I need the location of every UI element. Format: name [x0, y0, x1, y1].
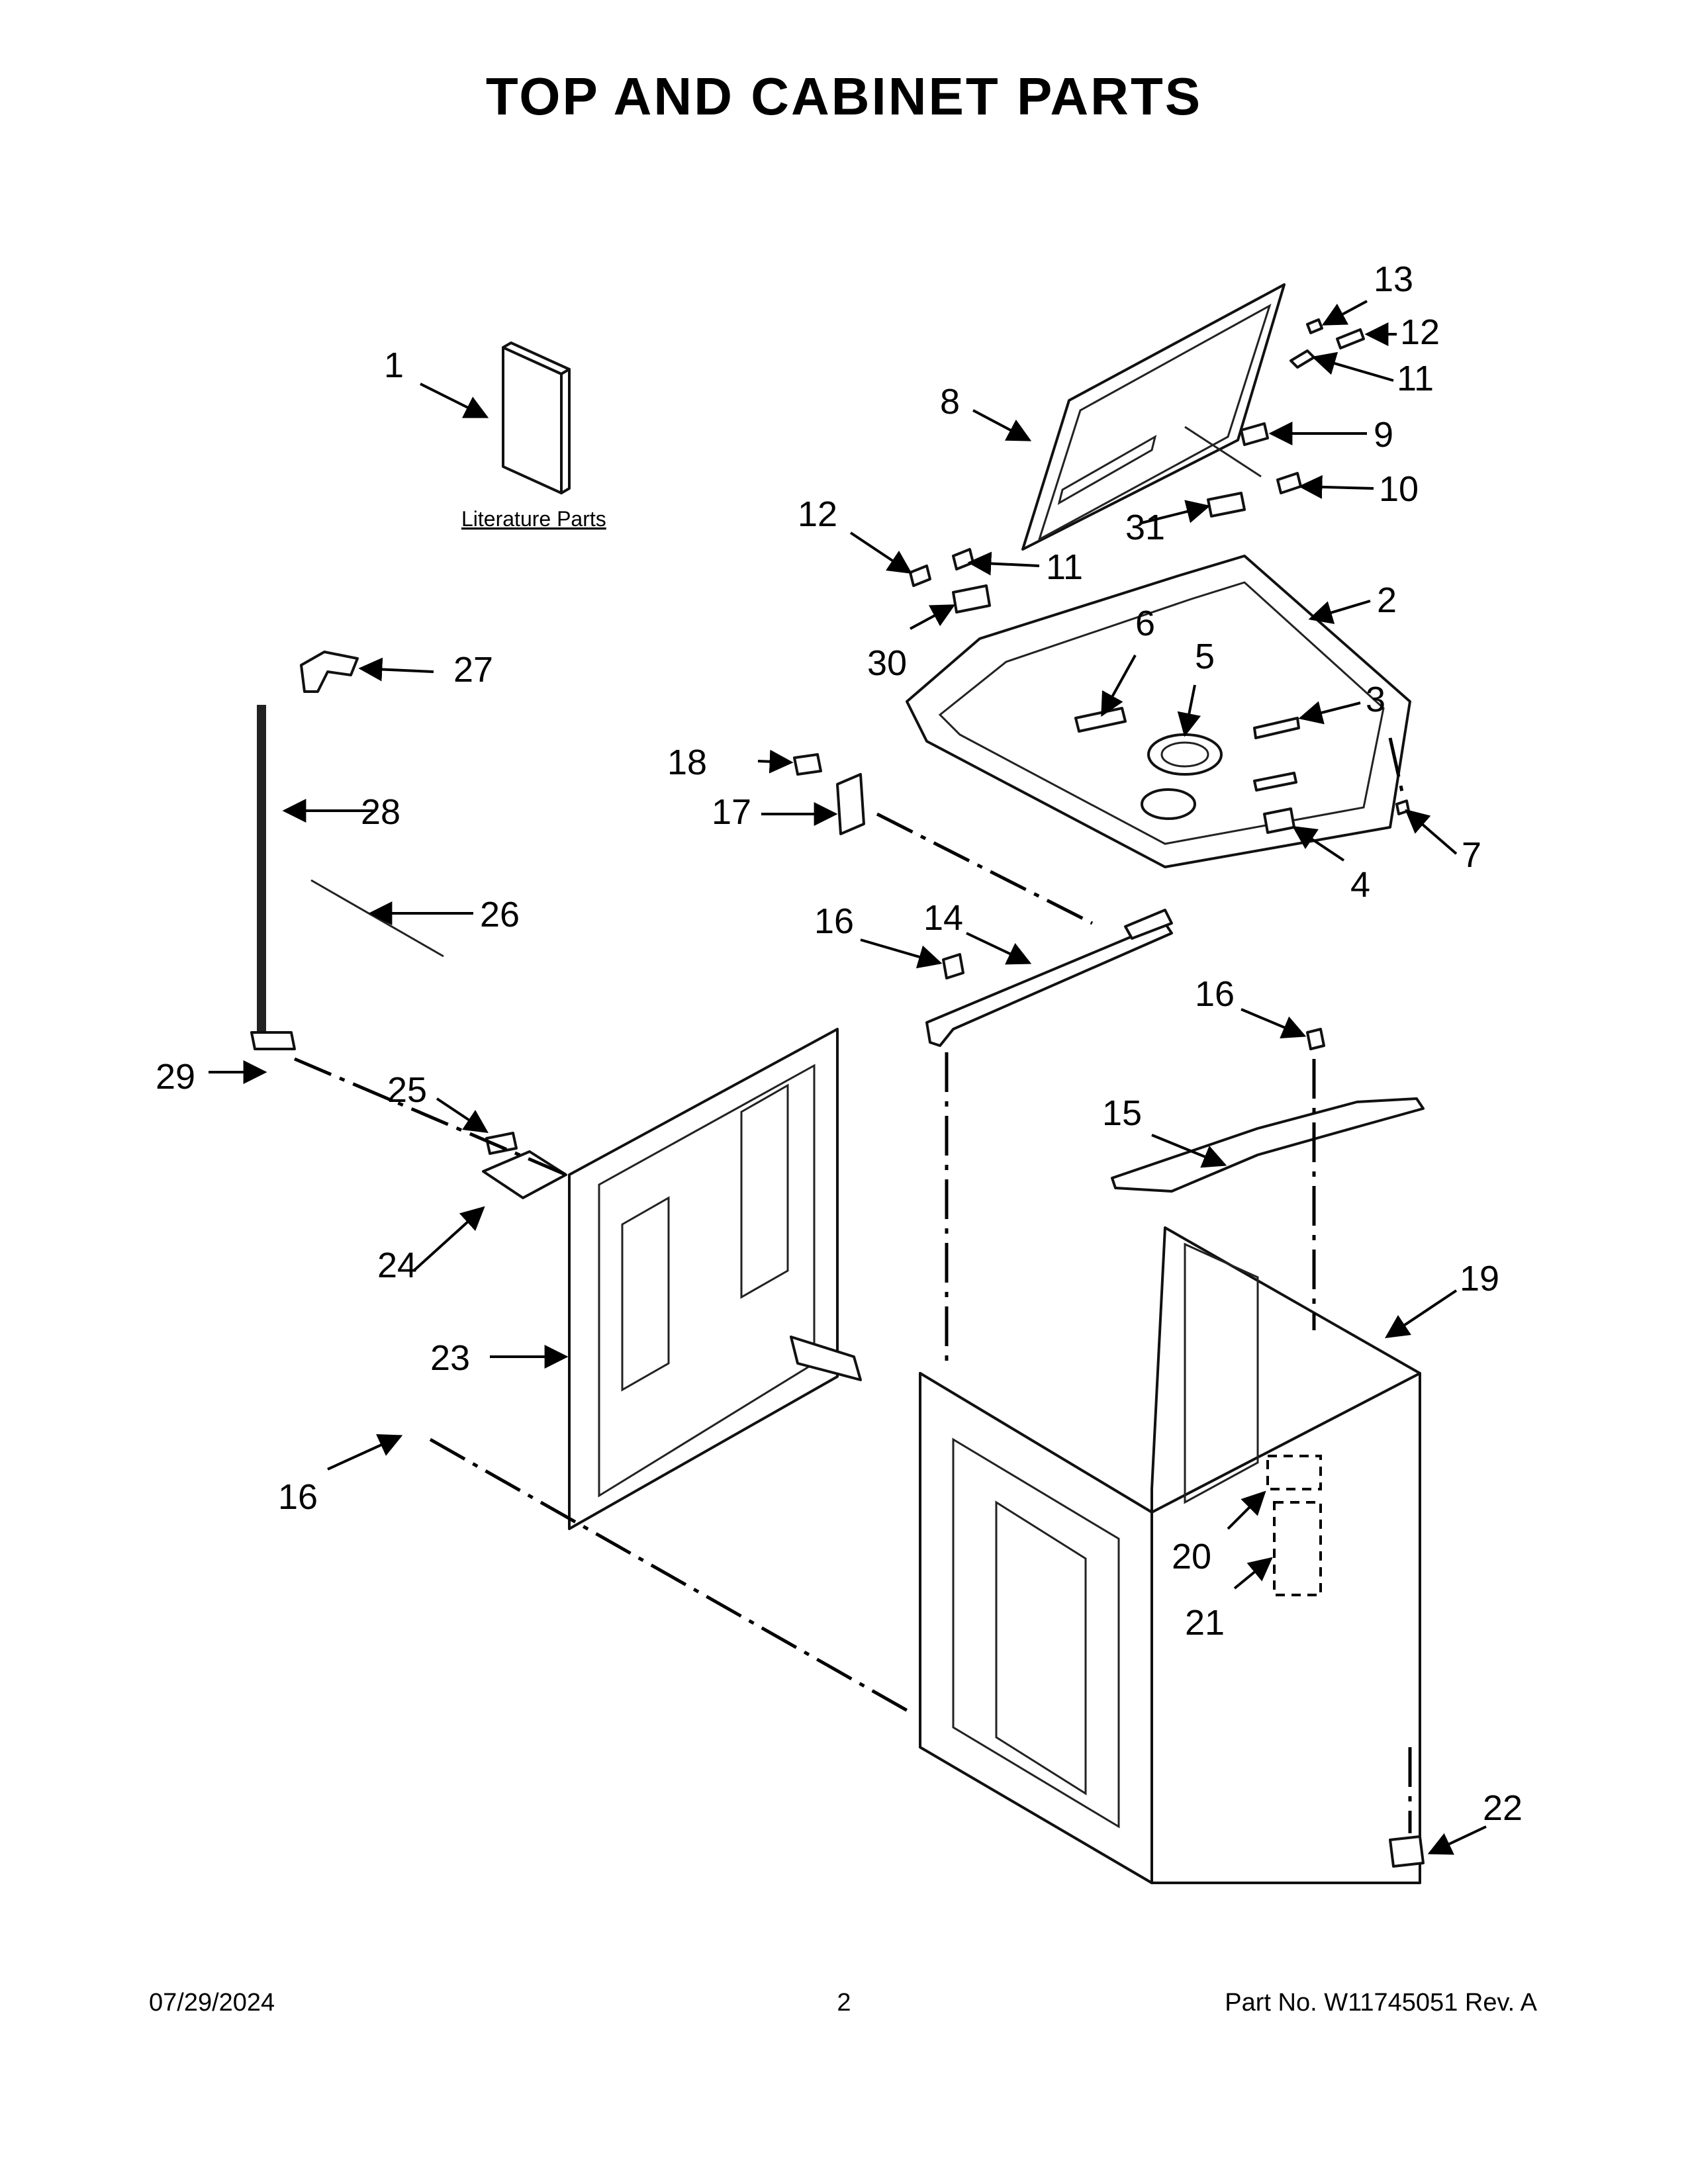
part-literature-booklet [502, 341, 571, 494]
callout-18: 18 [667, 743, 707, 782]
part-lid [1021, 283, 1286, 551]
part-hinge-screws [909, 318, 1410, 834]
assembly-lines [294, 737, 1412, 1833]
part-cabinet [919, 1226, 1421, 1884]
callout-11a: 11 [1397, 359, 1434, 398]
page-title: TOP AND CABINET PARTS [485, 67, 1203, 126]
part-rear-rail [1111, 1028, 1425, 1193]
callout-12b: 12 [798, 494, 837, 534]
callout-26: 26 [480, 895, 520, 934]
callout-5: 5 [1195, 637, 1215, 676]
callout-30: 30 [867, 643, 907, 683]
callout-2: 2 [1377, 580, 1397, 620]
callout-21: 21 [1185, 1603, 1225, 1643]
callout-3: 3 [1366, 680, 1385, 719]
callout-10: 10 [1379, 469, 1419, 509]
part-top-panel [906, 555, 1411, 868]
callout-13: 13 [1374, 259, 1413, 299]
callout-17: 17 [712, 792, 751, 832]
callout-8: 8 [940, 382, 960, 422]
callout-25: 25 [387, 1070, 427, 1110]
callout-27: 27 [453, 650, 493, 690]
part-front-rail [925, 909, 1173, 1047]
callout-22: 22 [1483, 1788, 1523, 1828]
callout-29: 29 [156, 1057, 195, 1097]
callout-16b: 16 [1195, 974, 1235, 1014]
callout-14: 14 [923, 898, 963, 938]
callout-23: 23 [430, 1338, 470, 1378]
part-drain-hose [250, 651, 444, 1050]
literature-parts-label: Literature Parts [461, 507, 606, 531]
callout-20: 20 [1172, 1537, 1211, 1576]
callout-12a: 12 [1400, 312, 1440, 352]
part-bracket [793, 753, 865, 835]
callout-31: 31 [1125, 508, 1165, 547]
callout-28: 28 [361, 792, 400, 832]
callout-labels: 1 Literature Parts 2 3 4 5 6 7 8 9 10 11… [156, 259, 1523, 1828]
leader-arrows [209, 300, 1487, 1855]
callout-4: 4 [1350, 865, 1370, 905]
part-leveling-leg [1389, 1835, 1425, 1868]
callout-16a: 16 [814, 901, 854, 941]
footer-page-number: 2 [837, 1989, 851, 2017]
callout-19: 19 [1460, 1259, 1499, 1298]
callout-11b: 11 [1046, 547, 1083, 587]
callout-24: 24 [377, 1246, 417, 1285]
callout-15: 15 [1102, 1093, 1142, 1133]
callout-1: 1 [384, 345, 404, 385]
callout-9: 9 [1374, 415, 1393, 455]
callout-6: 6 [1135, 604, 1155, 643]
footer-date: 07/29/2024 [149, 1989, 275, 2017]
footer-part-number: Part No. W11745051 Rev. A [1225, 1989, 1537, 2017]
part-rear-panel [482, 1028, 862, 1530]
callout-16c: 16 [278, 1477, 318, 1517]
callout-7: 7 [1462, 835, 1481, 875]
